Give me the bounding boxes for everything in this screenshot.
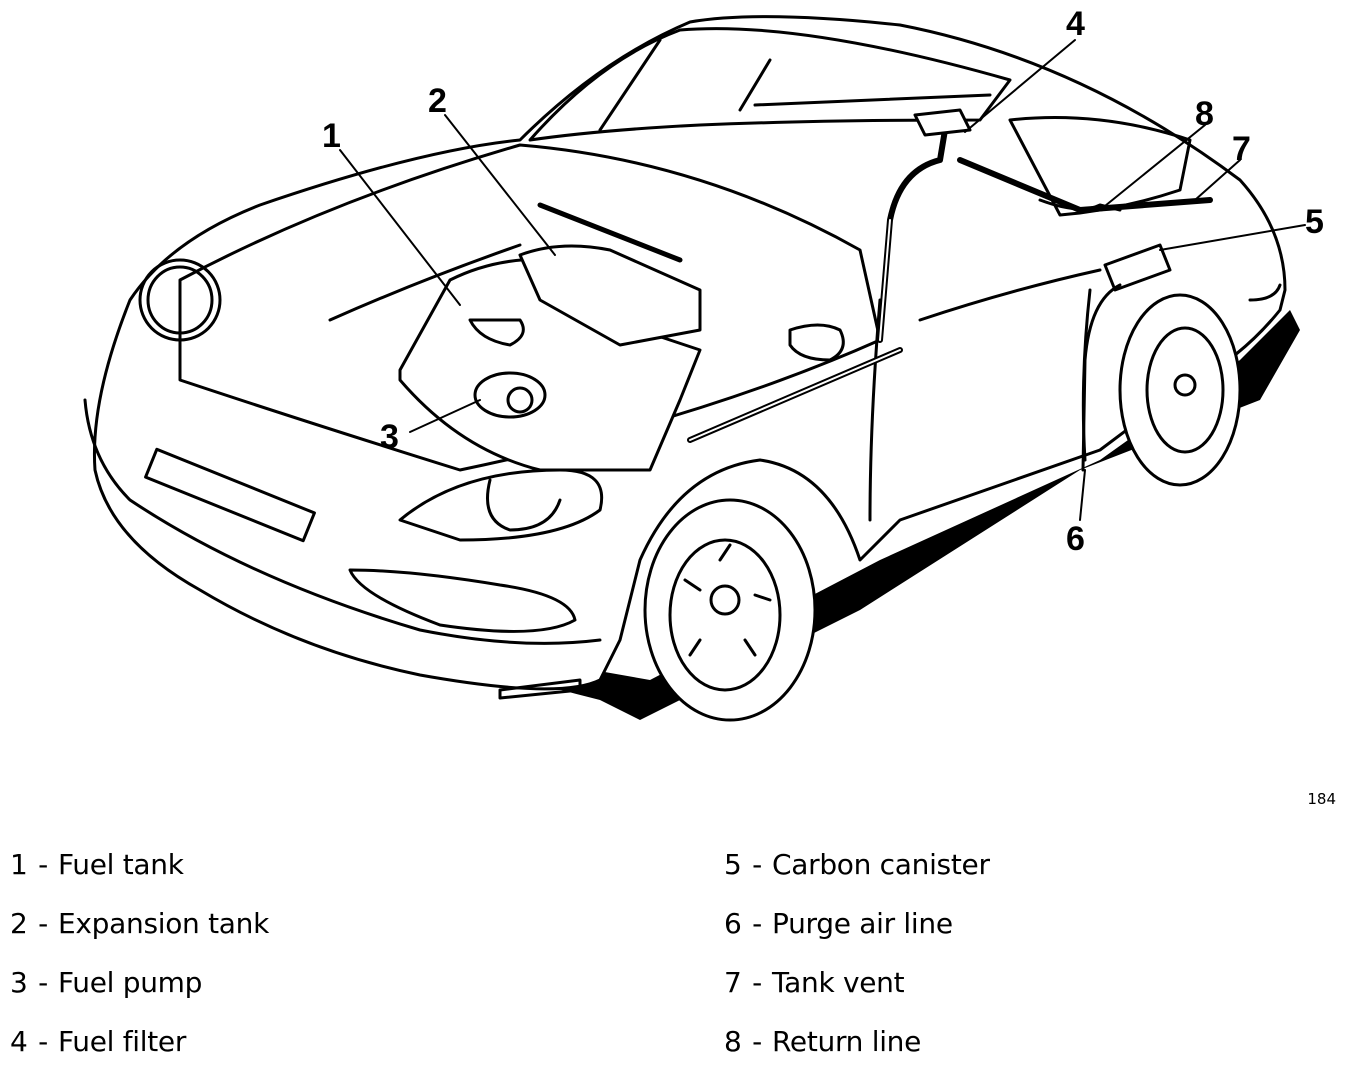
legend-item: 4-Fuel filter: [10, 1025, 269, 1084]
legend-item: 1-Fuel tank: [10, 848, 269, 907]
legend-label: Tank vent: [772, 966, 905, 999]
legend-item: 6-Purge air line: [724, 907, 990, 966]
fuel-system-diagram: 1 2 3 4 8 7 5 6: [83, 5, 1324, 722]
leader-lines: [339, 39, 1306, 521]
legend-separator: -: [752, 966, 762, 999]
front-bumper: [83, 398, 602, 645]
legend-number: 4: [10, 1025, 28, 1058]
legend-number: 2: [10, 907, 28, 940]
legend-item: 2-Expansion tank: [10, 907, 269, 966]
callout-5: 5: [1305, 203, 1324, 241]
figure-number: 184: [1307, 790, 1336, 808]
legend-item: 8-Return line: [724, 1025, 990, 1084]
legend-label: Fuel tank: [58, 848, 184, 881]
callout-6: 6: [1066, 520, 1085, 558]
legend-right-column: 5-Carbon canister 6-Purge air line 7-Tan…: [724, 848, 990, 1084]
legend-label: Expansion tank: [58, 907, 269, 940]
legend-item: 3-Fuel pump: [10, 966, 269, 1025]
legend-label: Fuel filter: [58, 1025, 187, 1058]
left-headlight: [138, 258, 222, 342]
legend-separator: -: [752, 1025, 762, 1058]
windshield: [528, 27, 1012, 142]
right-headlight-housing: [398, 468, 603, 542]
legend-separator: -: [38, 1025, 48, 1058]
legend-item: 5-Carbon canister: [724, 848, 990, 907]
legend-separator: -: [38, 966, 48, 999]
return-line: [1038, 198, 1122, 212]
legend-separator: -: [752, 907, 762, 940]
callout-2: 2: [428, 82, 447, 120]
fog-light: [348, 568, 577, 633]
carbon-canister: [1103, 243, 1172, 292]
legend-label: Carbon canister: [772, 848, 990, 881]
license-plate: [144, 447, 316, 543]
purge-air-line: [1081, 283, 1122, 472]
expansion-tank: [518, 244, 702, 347]
legend-separator: -: [38, 907, 48, 940]
callout-3: 3: [380, 418, 399, 456]
callout-1: 1: [322, 117, 341, 155]
front-air-intake: [498, 678, 582, 700]
legend-left-column: 1-Fuel tank 2-Expansion tank 3-Fuel pump…: [10, 848, 269, 1084]
legend-label: Return line: [772, 1025, 922, 1058]
legend-separator: -: [752, 848, 762, 881]
legend-number: 5: [724, 848, 742, 881]
legend-label: Purge air line: [772, 907, 953, 940]
legend-item: 7-Tank vent: [724, 966, 990, 1025]
legend-number: 1: [10, 848, 28, 881]
callout-4: 4: [1066, 5, 1085, 43]
front-wheel: [643, 498, 817, 722]
legend-number: 3: [10, 966, 28, 999]
legend-number: 6: [724, 907, 742, 940]
fuel-filter: [913, 108, 972, 137]
legend-number: 8: [724, 1025, 742, 1058]
fuel-tank: [398, 257, 702, 472]
legend-label: Fuel pump: [58, 966, 203, 999]
callout-7: 7: [1232, 130, 1251, 168]
legend-separator: -: [38, 848, 48, 881]
legend-number: 7: [724, 966, 742, 999]
callout-8: 8: [1195, 95, 1214, 133]
